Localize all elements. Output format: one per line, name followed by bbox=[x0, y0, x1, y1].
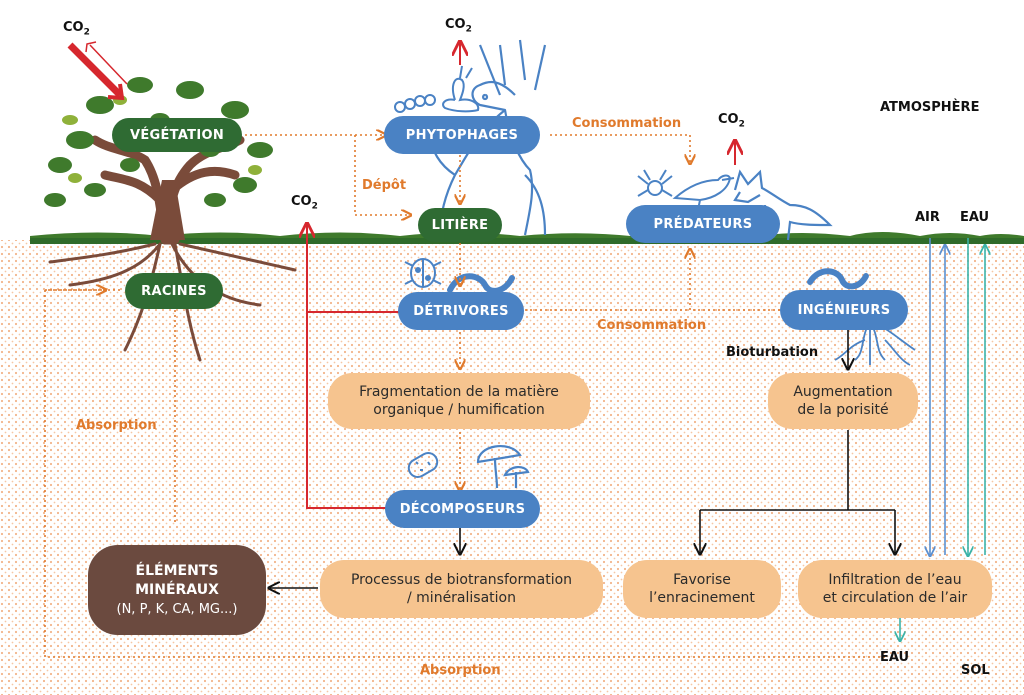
rabbit-icon bbox=[442, 65, 480, 113]
vegetation-node: VÉGÉTATION bbox=[112, 118, 242, 152]
absorption-label-bottom: Absorption bbox=[420, 663, 501, 678]
infiltration-line2: et circulation de l’air bbox=[822, 590, 968, 606]
mushroom-icon bbox=[476, 445, 530, 489]
worm-icon-2 bbox=[807, 268, 869, 290]
co2-label-phytophages: CO2 bbox=[445, 17, 472, 35]
porosite-line2: de la porisité bbox=[797, 402, 889, 418]
predateurs-node: PRÉDATEURS bbox=[626, 205, 780, 243]
co2-label-tree: CO2 bbox=[63, 20, 90, 38]
enracinement-line1: Favorise bbox=[673, 572, 731, 588]
biotransformation-box: Processus de biotransformation / minéral… bbox=[320, 560, 603, 618]
detrivores-node: DÉTRIVORES bbox=[398, 292, 524, 330]
caterpillar-icon bbox=[394, 94, 436, 113]
decomposeurs-node: DÉCOMPOSEURS bbox=[385, 490, 540, 528]
atmosphere-label: ATMOSPHÈRE bbox=[880, 100, 980, 115]
sol-label: SOL bbox=[961, 663, 990, 678]
enracinement-line2: l’enracinement bbox=[649, 590, 755, 606]
roots-icon-2 bbox=[834, 319, 916, 366]
racines-node: RACINES bbox=[125, 273, 223, 309]
depot-label: Dépôt bbox=[362, 178, 407, 193]
biotransformation-line2: / minéralisation bbox=[407, 590, 516, 606]
elements-line2: MINÉRAUX bbox=[135, 581, 219, 598]
elements-line1: ÉLÉMENTS bbox=[135, 562, 219, 579]
infiltration-box: Infiltration de l’eau et circulation de … bbox=[798, 560, 992, 618]
biotransformation-line1: Processus de biotransformation bbox=[350, 572, 573, 588]
elements-mineraux-box: ÉLÉMENTS MINÉRAUX (N, P, K, CA, MG...) bbox=[88, 545, 266, 635]
bioturbation-label: Bioturbation bbox=[726, 345, 819, 360]
infiltration-line1: Infiltration de l’eau bbox=[828, 572, 962, 588]
ladybug-icon bbox=[404, 258, 442, 288]
eau-label-bottom: EAU bbox=[880, 650, 910, 665]
fragmentation-line1: Fragmentation de la matière bbox=[359, 384, 559, 400]
porosite-line1: Augmentation bbox=[793, 384, 893, 400]
deer-icon bbox=[430, 39, 547, 236]
consommation-label-bottom: Consommation bbox=[597, 318, 707, 333]
ingenieurs-node: INGÉNIEURS bbox=[780, 290, 908, 330]
co2-label-predateurs: CO2 bbox=[718, 112, 745, 130]
absorption-label-left: Absorption bbox=[76, 418, 157, 433]
phytophages-node: PHYTOPHAGES bbox=[384, 116, 540, 154]
bacteria-icon bbox=[407, 452, 439, 478]
fragmentation-box: Fragmentation de la matière organique / … bbox=[328, 373, 590, 429]
porosite-box: Augmentation de la porisité bbox=[768, 373, 918, 429]
co2-label-soil: CO2 bbox=[291, 194, 318, 212]
enracinement-box: Favorise l’enracinement bbox=[623, 560, 781, 618]
elements-line3: (N, P, K, CA, MG...) bbox=[116, 601, 238, 617]
eau-label-top: EAU bbox=[960, 210, 990, 225]
spider-icon bbox=[637, 169, 673, 197]
litiere-node: LITIÈRE bbox=[418, 208, 502, 242]
air-label: AIR bbox=[915, 210, 940, 225]
consommation-label-top: Consommation bbox=[572, 116, 682, 131]
fragmentation-line2: organique / humification bbox=[373, 402, 545, 418]
tree-icon bbox=[44, 77, 273, 245]
